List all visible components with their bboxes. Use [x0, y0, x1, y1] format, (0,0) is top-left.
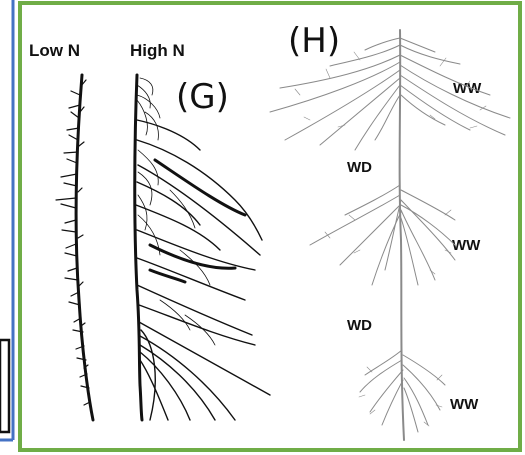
- low-n-label: Low N: [29, 41, 80, 60]
- left-panel-edge: [0, 0, 13, 440]
- zone-label-ww-3: WW: [450, 396, 479, 413]
- zone-label-wd-1: WD: [347, 159, 372, 176]
- panel-h-label: (H): [288, 21, 340, 61]
- high-n-label: High N: [130, 41, 185, 60]
- zone-label-wd-2: WD: [347, 317, 372, 334]
- panel-g-label: (G): [176, 77, 229, 117]
- panel-frame: [20, 3, 520, 450]
- left-panel-dark-box: [0, 340, 9, 432]
- zone-label-ww-2: WW: [452, 237, 481, 254]
